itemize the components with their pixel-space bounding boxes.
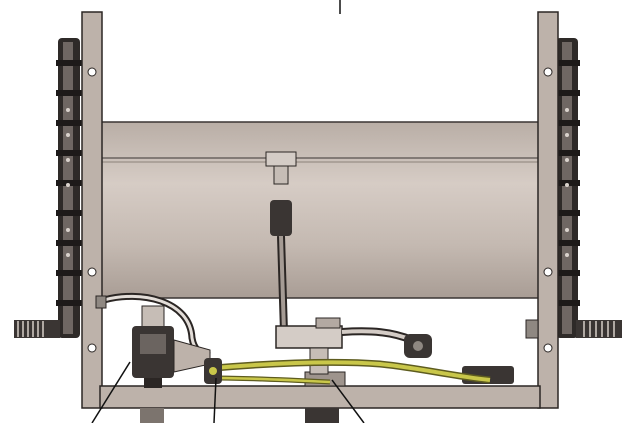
- bottom-leader-lines: [91, 361, 365, 423]
- plate-bolts: [95, 295, 539, 339]
- right-side-plate: [537, 11, 559, 409]
- left-roller-stack-icon: [56, 38, 82, 338]
- drum-cylinder: [99, 121, 541, 299]
- left-side-plate: [81, 11, 103, 409]
- yellow-hose: [213, 358, 491, 385]
- right-axle-stub: [576, 320, 622, 338]
- left-axle-stub: [14, 320, 60, 338]
- elbow-fitting-icon: [341, 327, 432, 358]
- valve-icon: [132, 305, 211, 388]
- clamp-icon: [204, 358, 222, 384]
- vertical-tube: [265, 151, 297, 333]
- right-roller-stack-icon: [554, 38, 580, 338]
